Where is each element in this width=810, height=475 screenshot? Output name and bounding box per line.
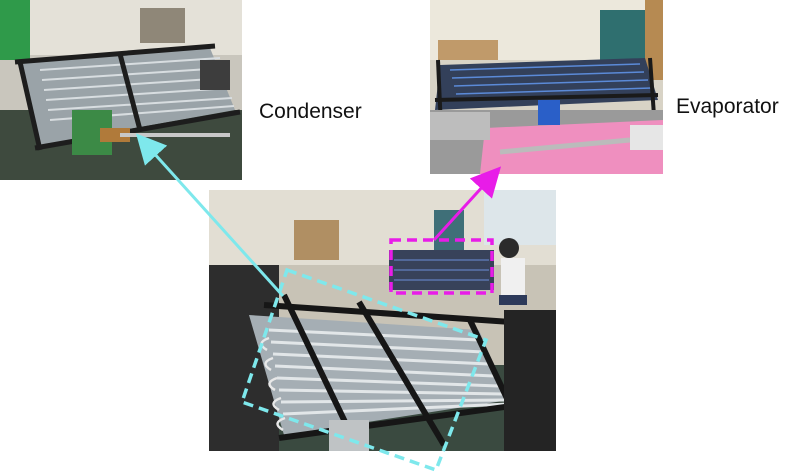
evaporator-photo [430,0,663,174]
overview-photo [209,190,556,451]
condenser-label: Condenser [259,100,362,123]
evaporator-label: Evaporator [676,95,779,118]
condenser-photo [0,0,242,180]
